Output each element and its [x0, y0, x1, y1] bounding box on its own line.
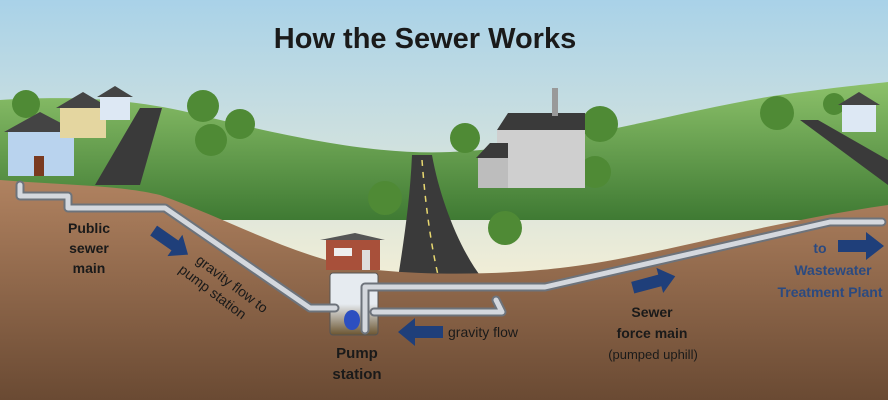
label-line: Wastewater	[794, 262, 872, 278]
label-line: Pump	[336, 345, 378, 362]
label-line: Sewer	[631, 304, 673, 320]
force-main-note: (pumped uphill)	[608, 347, 698, 362]
road-right	[800, 120, 888, 185]
label-line: Treatment Plant	[777, 284, 882, 300]
label-line: main	[73, 260, 106, 276]
pump-house	[320, 233, 385, 270]
gravity-flow-label: gravity flow	[448, 324, 519, 340]
road-center	[398, 155, 482, 278]
road-left	[95, 108, 162, 185]
factory	[476, 88, 585, 188]
houses	[4, 86, 880, 176]
destination-label: to Wastewater Treatment Plant	[777, 240, 882, 300]
label-line: force main	[617, 325, 688, 341]
arrow-force-main-icon	[631, 267, 676, 294]
force-main-label: Sewer force main	[617, 304, 688, 341]
page-title: How the Sewer Works	[274, 23, 576, 55]
arrow-destination-icon	[838, 232, 884, 260]
label-line: sewer	[69, 240, 109, 256]
pump-station-label: Pump station	[332, 345, 381, 383]
arrow-gravity-down-icon	[150, 225, 189, 257]
public-sewer-main-label: Public sewer main	[68, 220, 110, 276]
arrow-gravity-left-icon	[398, 318, 443, 346]
label-line: Public	[68, 220, 110, 236]
pump-icon	[344, 310, 360, 330]
grass-hills	[0, 82, 888, 220]
trees	[12, 90, 845, 245]
road-center-line	[421, 159, 439, 276]
label-line: to	[813, 240, 826, 256]
pipes	[15, 180, 887, 335]
label-line: station	[332, 366, 381, 383]
